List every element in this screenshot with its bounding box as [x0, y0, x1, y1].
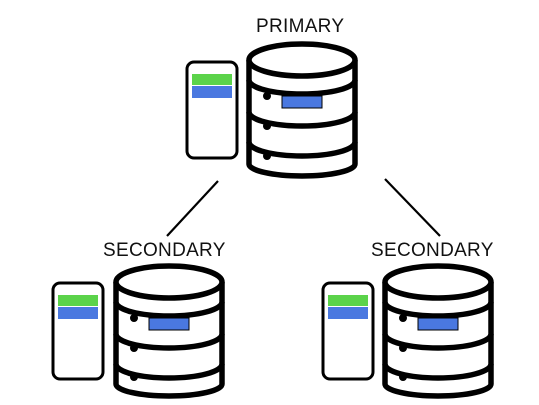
database-icon	[382, 263, 494, 399]
secondary-right-node	[321, 263, 494, 399]
database-icon	[113, 263, 225, 399]
secondary-right-label: SECONDARY	[371, 240, 494, 261]
primary-node	[185, 41, 358, 179]
server-rack-icon	[321, 281, 375, 381]
database-icon	[246, 41, 358, 179]
connector-primary-to-left	[166, 180, 219, 237]
secondary-left-label: SECONDARY	[103, 240, 226, 261]
secondary-left-node	[51, 263, 225, 399]
server-rack-icon	[51, 281, 105, 381]
primary-label: PRIMARY	[256, 16, 345, 37]
connector-primary-to-right	[384, 178, 441, 237]
server-rack-icon	[185, 60, 239, 160]
